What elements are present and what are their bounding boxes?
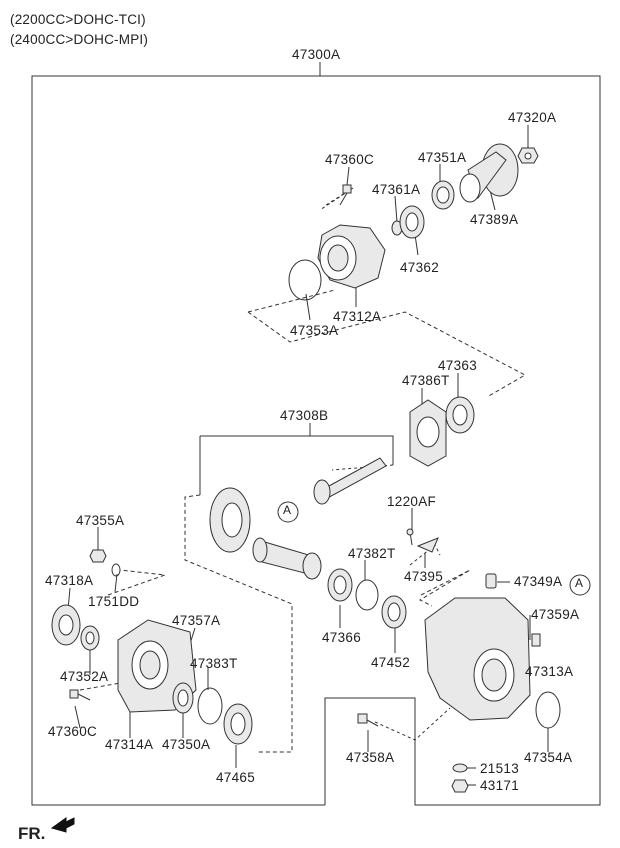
- part-47354A[interactable]: 47354A: [524, 750, 573, 765]
- part-47357A[interactable]: 47357A: [172, 613, 221, 628]
- engine-spec-line-2: (2400CC>DOHC-MPI): [10, 32, 149, 47]
- engine-spec-line-1: (2200CC>DOHC-TCI): [10, 12, 146, 27]
- part-47383T[interactable]: 47383T: [190, 656, 238, 671]
- ref-a-left: A: [283, 503, 292, 517]
- part-47352A[interactable]: 47352A: [60, 669, 109, 684]
- part-47386T[interactable]: 47386T: [402, 373, 450, 388]
- part-47389A[interactable]: 47389A: [470, 212, 519, 227]
- part-47395[interactable]: 47395: [404, 569, 444, 584]
- part-47351A[interactable]: 47351A: [418, 150, 467, 165]
- part-1220AF[interactable]: 1220AF: [387, 494, 437, 509]
- part-47363[interactable]: 47363: [438, 358, 478, 373]
- assembly-frame: [31, 75, 601, 806]
- part-47358A[interactable]: 47358A: [346, 750, 395, 765]
- part-47360C-top[interactable]: 47360C: [325, 152, 375, 167]
- part-47320A[interactable]: 47320A: [508, 110, 557, 125]
- part-47312A[interactable]: 47312A: [333, 309, 382, 324]
- part-47353A[interactable]: 47353A: [290, 323, 339, 338]
- front-arrow: [50, 817, 75, 833]
- ref-circle-a-right: [569, 574, 591, 596]
- part-47359A[interactable]: 47359A: [531, 607, 580, 622]
- assembly-label[interactable]: 47300A: [292, 47, 341, 62]
- ref-circle-a-left: [277, 501, 299, 523]
- ref-a-right: A: [575, 576, 584, 590]
- subassembly-dash: [184, 494, 293, 753]
- subassembly-bracket: [200, 435, 394, 465]
- rear-case-dash: [319, 187, 354, 211]
- part-47313A[interactable]: 47313A: [525, 664, 574, 679]
- part-47452[interactable]: 47452: [371, 655, 411, 670]
- part-47362[interactable]: 47362: [400, 260, 440, 275]
- part-47355A[interactable]: 47355A: [76, 513, 125, 528]
- part-47360C-bottom[interactable]: 47360C: [48, 724, 98, 739]
- part-47361A[interactable]: 47361A: [372, 182, 421, 197]
- part-47318A[interactable]: 47318A: [45, 573, 94, 588]
- part-43171[interactable]: 43171: [480, 778, 520, 793]
- part-47314A[interactable]: 47314A: [105, 737, 154, 752]
- part-47382T[interactable]: 47382T: [348, 546, 396, 561]
- part-47366[interactable]: 47366: [322, 630, 362, 645]
- part-21513[interactable]: 21513: [480, 761, 520, 776]
- subassembly-label[interactable]: 47308B: [280, 408, 329, 423]
- front-direction-label: FR.: [18, 824, 46, 843]
- part-47349A[interactable]: 47349A: [514, 574, 563, 589]
- part-1751DD[interactable]: 1751DD: [88, 594, 140, 609]
- part-drawings: [51, 143, 561, 793]
- part-47465[interactable]: 47465: [216, 770, 256, 785]
- part-47350A[interactable]: 47350A: [162, 737, 211, 752]
